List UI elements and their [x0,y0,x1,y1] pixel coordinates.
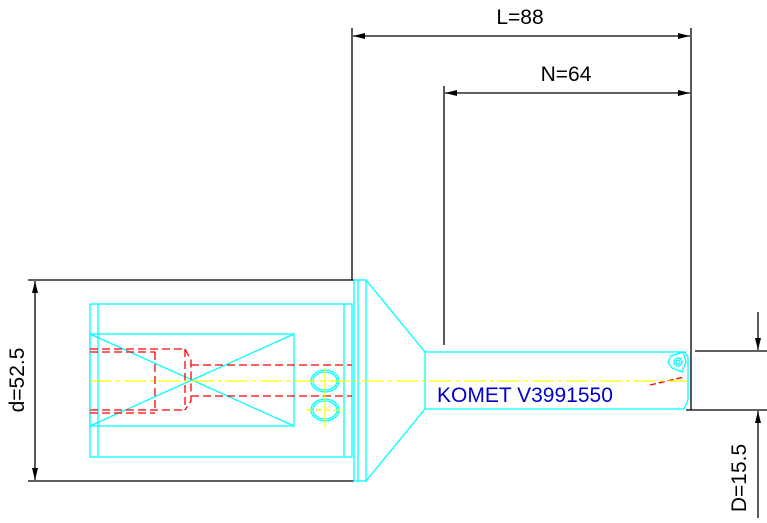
dimension-L: L=88 [351,6,692,410]
dimension-L-label: L=88 [496,6,543,29]
dimension-D-label: D=15.5 [728,444,751,512]
dimension-N: N=64 [443,63,690,345]
dimension-N-label: N=64 [541,63,592,86]
dimension-d-label: d=52.5 [6,348,29,413]
dimension-D: D=15.5 [686,312,767,518]
centerlines [90,368,688,428]
part-label: KOMET V3991550 [437,384,613,407]
dimension-d: d=52.5 [6,279,354,482]
